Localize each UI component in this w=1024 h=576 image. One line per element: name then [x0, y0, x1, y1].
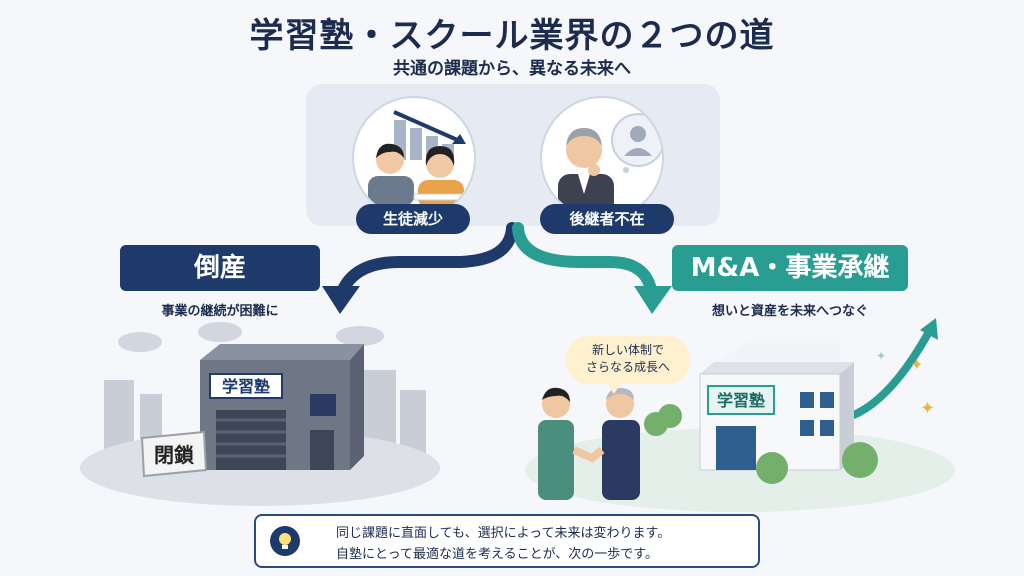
cloud-icon — [118, 332, 162, 352]
students-declining-chart-icon — [368, 110, 466, 208]
page-title: 学習塾・スクール業界の２つの道 — [249, 16, 775, 56]
summary-box: 同じ課題に直面しても、選択によって未来は変わります。 自塾にとって最適な道を考え… — [254, 514, 760, 568]
arrow-head-bankruptcy-icon — [322, 286, 360, 314]
speech-bubble: 新しい体制で さらなる成長へ — [566, 336, 690, 394]
ma-school-sign: 学習塾 — [717, 391, 765, 410]
closed-school-scene: 学習塾 閉鎖 — [80, 322, 440, 506]
bankruptcy-description: 事業の継続が困難に — [161, 304, 279, 319]
lightbulb-icon — [270, 526, 300, 556]
sparkle-icon: ✦ — [876, 349, 886, 363]
arrow-to-bankruptcy — [334, 222, 518, 304]
sparkle-icon: ✦ — [910, 355, 923, 374]
ma-title: M&A・事業承継 — [672, 245, 908, 291]
bankruptcy-title: 倒産 — [120, 245, 320, 291]
summary-line-2: 自塾にとって最適な道を考えることが、次の一歩です。 — [336, 547, 659, 562]
closed-sign: 閉鎖 — [154, 443, 195, 467]
no-successor-illustration — [540, 96, 664, 220]
cloud-icon — [336, 326, 384, 346]
sparkle-icon: ✦ — [920, 398, 935, 419]
cloud-icon — [198, 322, 242, 342]
speech-line-2: さらなる成長へ — [585, 360, 670, 374]
students-declining-illustration — [352, 96, 476, 220]
issue-label-students-declining: 生徒減少 — [356, 204, 470, 234]
ma-description: 想いと資産を未来へつなぐ — [711, 304, 868, 319]
arrow-head-ma-icon — [634, 286, 672, 314]
arrow-to-ma — [512, 222, 658, 304]
ma-success-scene: ✦ ✦ ✦ 学習塾 — [525, 318, 955, 512]
elderly-owner-no-successor-icon — [558, 113, 662, 214]
growth-arrow-head-icon — [920, 318, 938, 340]
speech-line-1: 新しい体制で — [591, 343, 664, 357]
page-subtitle: 共通の課題から、異なる未来へ — [393, 59, 631, 79]
issue-label-no-successor: 後継者不在 — [540, 204, 674, 234]
summary-line-1: 同じ課題に直面しても、選択によって未来は変わります。 — [336, 526, 671, 541]
closed-school-sign: 学習塾 — [222, 377, 270, 396]
